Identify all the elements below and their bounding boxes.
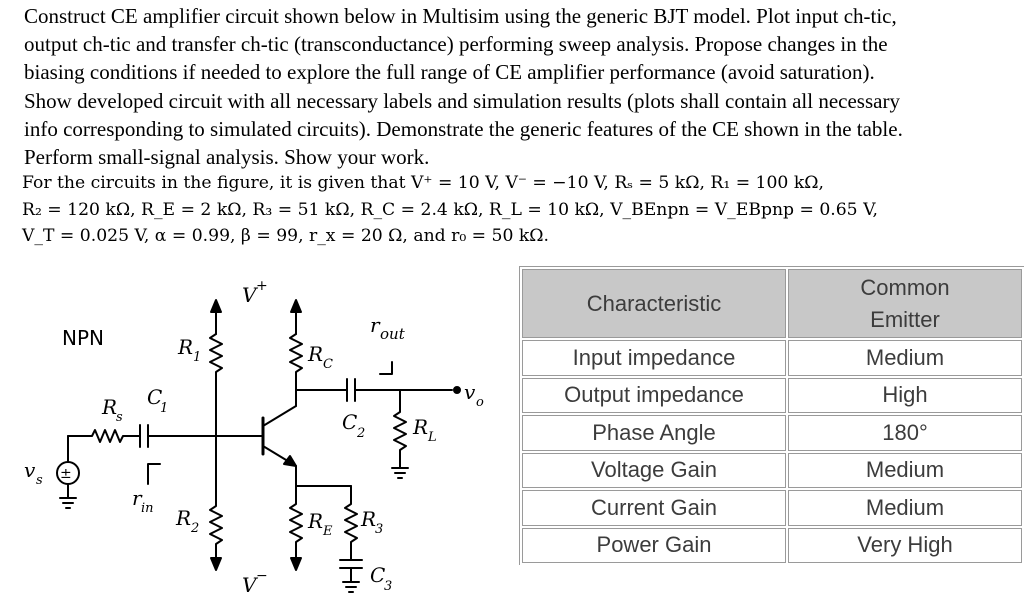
r3-subscript: 3 (375, 522, 383, 537)
vs-label: v (24, 458, 36, 482)
characteristic-cell: Phase Angle (522, 415, 786, 451)
statement-line: Perform small-signal analysis. Show your… (24, 145, 430, 170)
rc-resistor-icon (289, 333, 303, 407)
r2-resistor-icon (209, 435, 223, 565)
rc-subscript: C (323, 357, 333, 372)
output-node-icon (453, 386, 461, 394)
vminus-arrow-icon (210, 557, 222, 571)
characteristic-cell: Current Gain (522, 490, 786, 526)
statement-line: Construct CE amplifier circuit shown bel… (24, 4, 897, 28)
table-row: Power Gain Very High (522, 527, 1022, 563)
c3-subscript: 3 (384, 579, 392, 594)
rl-subscript: L (427, 430, 437, 445)
header-line: Common (860, 274, 950, 300)
vminus-label: V (242, 573, 259, 597)
rs-resistor-icon (67, 429, 141, 443)
characteristic-cell: Output impedance (522, 377, 786, 413)
vo-subscript: o (476, 395, 484, 410)
rl-label: R (412, 415, 428, 439)
rin-arrow-icon (147, 463, 161, 485)
rin-subscript: in (141, 501, 154, 516)
statement-line: Show developed circuit with all necessar… (24, 88, 900, 113)
header-line: Emitter (870, 306, 940, 332)
statement-line: info corresponding to simulated circuits… (24, 116, 903, 141)
r2-subscript: 2 (190, 521, 199, 536)
table-row: Output impedance High (522, 377, 1022, 413)
c1-label: C (147, 385, 162, 409)
r2-label: R (175, 506, 191, 530)
table-header-row: Characteristic Common Emitter (522, 269, 1022, 338)
table-row: Phase Angle 180° (522, 415, 1022, 451)
ce-amplifier-schematic: ± NPN V + V − R 1 R 2 R C R E R 3 R L R … (24, 278, 484, 597)
table-row: Input impedance Medium (522, 340, 1022, 376)
r3-resistor-icon (344, 485, 358, 561)
statement-line: output ch-tic and transfer ch-tic (trans… (24, 32, 888, 57)
vplus-superscript: + (256, 278, 268, 294)
r1-subscript: 1 (193, 350, 201, 365)
value-cell: Medium (788, 340, 1022, 376)
rs-label: R (101, 395, 117, 419)
characteristic-cell: Voltage Gain (522, 452, 786, 488)
vminus-superscript: − (256, 568, 268, 584)
rc-label: R (307, 342, 323, 366)
vplus-label: V (242, 283, 259, 307)
re-resistor-icon (289, 465, 303, 565)
value-cell: Medium (788, 452, 1022, 488)
rs-subscript: s (116, 410, 123, 425)
rout-arrow-icon (379, 361, 393, 375)
r3-label: R (360, 507, 376, 531)
vo-label: v (464, 380, 476, 404)
rin-label: r (132, 486, 143, 510)
vs-subscript: s (36, 473, 43, 488)
rl-resistor-icon (393, 389, 407, 469)
value-cell: High (788, 377, 1022, 413)
r1-resistor-icon (209, 333, 223, 437)
c1-subscript: 1 (160, 401, 168, 416)
value-cell: Medium (788, 490, 1022, 526)
problem-statement: Construct CE amplifier circuit shown bel… (24, 2, 1014, 171)
source-polarity-label: ± (60, 466, 72, 482)
vplus-arrow-icon (210, 299, 222, 313)
rout-label: r (370, 313, 381, 337)
statement-line: biasing conditions if needed to explore … (24, 60, 875, 85)
c2-label: C (342, 410, 357, 434)
bjt-collector-lead (262, 405, 297, 427)
npn-label: NPN (62, 326, 104, 350)
table-row: Voltage Gain Medium (522, 452, 1022, 488)
column-header-characteristic: Characteristic (522, 269, 786, 338)
value-cell: 180° (788, 415, 1022, 451)
c2-subscript: 2 (356, 426, 365, 441)
column-header-common-emitter: Common Emitter (788, 269, 1022, 338)
value-cell: Very High (788, 527, 1022, 563)
given-line: V_T = 0.025 V, α = 0.99, β = 99, r_x = 2… (22, 226, 550, 246)
table-row: Current Gain Medium (522, 490, 1022, 526)
ce-characteristics-table: Characteristic Common Emitter Input impe… (519, 266, 1024, 565)
re-subscript: E (322, 524, 333, 539)
characteristic-cell: Input impedance (522, 340, 786, 376)
r1-label: R (177, 335, 193, 359)
bjt-emitter-arrow-icon (283, 455, 297, 467)
characteristic-cell: Power Gain (522, 527, 786, 563)
vplus-arrow-icon (290, 299, 302, 313)
given-line: For the circuits in the figure, it is gi… (22, 173, 824, 193)
rout-subscript: out (380, 325, 406, 343)
given-line: R₂ = 120 kΩ, R_E = 2 kΩ, R₃ = 51 kΩ, R_C… (22, 199, 878, 220)
given-parameters: For the circuits in the figure, it is gi… (22, 170, 1012, 250)
c3-label: C (370, 563, 385, 587)
vminus-arrow-icon (290, 557, 302, 571)
re-label: R (307, 509, 323, 533)
